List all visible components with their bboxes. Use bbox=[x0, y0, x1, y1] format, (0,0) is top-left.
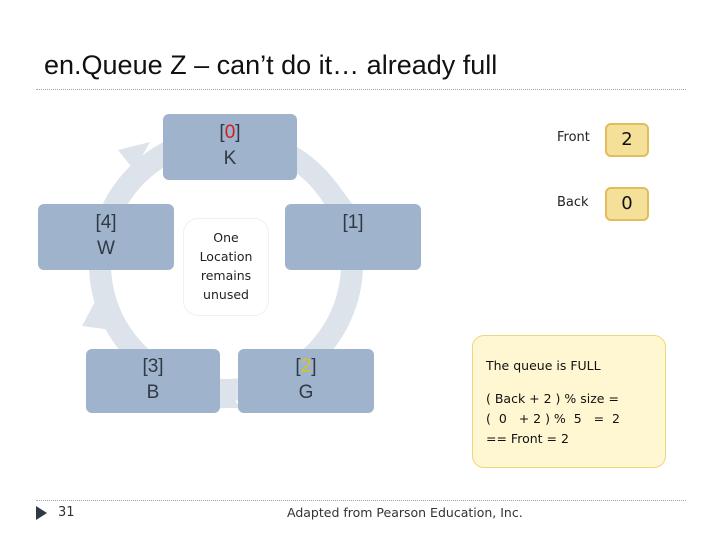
slot-2-index-number: 2 bbox=[300, 356, 312, 377]
slot-2-index: [2] bbox=[295, 356, 317, 377]
queue-slot-3: [3] B bbox=[86, 349, 220, 413]
unused-location-note: One Location remains unused bbox=[184, 219, 268, 315]
ring-arrowhead-top bbox=[118, 142, 150, 170]
front-label: Front bbox=[557, 130, 590, 145]
queue-slot-1: [1] bbox=[285, 204, 421, 270]
slot-0-index-number: 0 bbox=[224, 122, 236, 143]
slot-0-index: [0] bbox=[219, 122, 241, 143]
title-divider bbox=[36, 89, 686, 90]
slide-number: 31 bbox=[58, 505, 75, 520]
slot-2-value: G bbox=[298, 382, 314, 403]
back-value: 0 bbox=[605, 187, 649, 221]
slot-4-index: [4] bbox=[95, 212, 117, 233]
front-value: 2 bbox=[605, 123, 649, 157]
source-credit: Adapted from Pearson Education, Inc. bbox=[287, 505, 523, 520]
slot-4-value: W bbox=[97, 238, 115, 259]
note-line-1: The queue is FULL bbox=[486, 358, 601, 373]
full-explanation-note: The queue is FULL ( Back + 2 ) % size = … bbox=[472, 335, 666, 468]
slide-title: en.Queue Z – can’t do it… already full bbox=[44, 50, 498, 80]
note-line-2: ( Back + 2 ) % size = bbox=[486, 391, 619, 406]
queue-slot-0: [0] K bbox=[163, 114, 297, 180]
slide-marker-icon bbox=[36, 506, 47, 520]
slot-3-value: B bbox=[146, 382, 160, 403]
back-label: Back bbox=[557, 195, 589, 210]
footer-divider bbox=[36, 500, 686, 501]
slot-1-index: [1] bbox=[342, 212, 364, 233]
note-line-4: == Front = 2 bbox=[486, 431, 569, 446]
slot-3-index: [3] bbox=[142, 356, 164, 377]
queue-slot-2: [2] G bbox=[238, 349, 374, 413]
note-line-3: ( 0 + 2 ) % 5 = 2 bbox=[486, 411, 620, 426]
ring-arrowhead-left bbox=[82, 300, 112, 330]
slot-0-value: K bbox=[223, 148, 237, 169]
queue-slot-4: [4] W bbox=[38, 204, 174, 270]
